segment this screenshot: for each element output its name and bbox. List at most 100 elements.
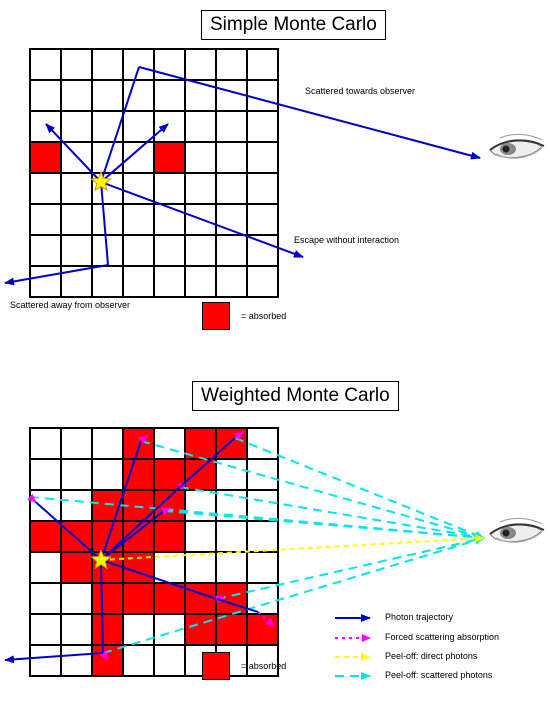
grid-cell: [61, 583, 92, 614]
grid-cell: [30, 428, 61, 459]
grid-cell: [30, 266, 61, 297]
grid-cell: [216, 142, 247, 173]
grid-cell: [216, 235, 247, 266]
grid-cell-absorbed: [185, 614, 216, 645]
grid-cell: [30, 459, 61, 490]
label-scattered-away: Scattered away from observer: [10, 300, 130, 311]
grid-cell: [216, 173, 247, 204]
grid-cell: [185, 266, 216, 297]
absorbed-legend-label: = absorbed: [241, 311, 286, 322]
grid-cell: [30, 583, 61, 614]
grid-cell: [92, 80, 123, 111]
grid-cell: [92, 204, 123, 235]
grid-cell: [123, 49, 154, 80]
grid-cell-absorbed: [154, 521, 185, 552]
legend-label: Peel-off: scattered photons: [385, 670, 492, 681]
grid-cell: [92, 142, 123, 173]
grid-cell: [247, 428, 278, 459]
grid-cell: [216, 266, 247, 297]
grid-cell: [30, 111, 61, 142]
grid-cell: [61, 80, 92, 111]
label-escape: Escape without interaction: [294, 235, 399, 246]
weighted-grid: [30, 428, 278, 676]
grid-cell-absorbed: [154, 142, 185, 173]
grid-cell-absorbed: [123, 459, 154, 490]
grid-cell: [247, 142, 278, 173]
grid-cell: [154, 173, 185, 204]
grid-cell: [154, 235, 185, 266]
grid-cell: [247, 490, 278, 521]
grid-cell: [92, 459, 123, 490]
grid-cell: [61, 490, 92, 521]
grid-cell: [247, 235, 278, 266]
grid-cell-absorbed: [61, 552, 92, 583]
legend-label: Photon trajectory: [385, 612, 453, 623]
grid-cell: [185, 235, 216, 266]
grid-cell: [185, 173, 216, 204]
simple-grid: [30, 49, 278, 297]
grid-cell-absorbed: [92, 614, 123, 645]
grid-cell: [216, 521, 247, 552]
grid-cell: [185, 552, 216, 583]
grid-cell: [247, 49, 278, 80]
grid-cell-absorbed: [216, 614, 247, 645]
grid-cell: [154, 111, 185, 142]
grid-cell: [185, 142, 216, 173]
grid-cell-absorbed: [123, 583, 154, 614]
grid-cell: [30, 204, 61, 235]
grid-cell: [123, 111, 154, 142]
grid-cell: [61, 49, 92, 80]
grid-cell: [123, 204, 154, 235]
eye-icon: [490, 518, 544, 542]
grid-cell: [154, 80, 185, 111]
grid-cell: [154, 204, 185, 235]
grid-cell: [30, 490, 61, 521]
grid-cell: [30, 49, 61, 80]
grid-cell: [123, 266, 154, 297]
grid-cell: [61, 459, 92, 490]
grid-cell: [154, 428, 185, 459]
absorbed-legend-label: = absorbed: [241, 661, 286, 672]
grid-cell-absorbed: [185, 459, 216, 490]
grid-cell: [247, 521, 278, 552]
grid-cell: [247, 80, 278, 111]
grid-cell: [61, 111, 92, 142]
grid-cell-absorbed: [247, 614, 278, 645]
grid-cell-absorbed: [92, 645, 123, 676]
grid-cell: [154, 645, 185, 676]
grid-cell: [61, 235, 92, 266]
grid-cell: [154, 266, 185, 297]
label-scattered-towards: Scattered towards observer: [305, 86, 415, 97]
grid-cell: [247, 552, 278, 583]
grid-cell: [185, 80, 216, 111]
grid-cell: [92, 49, 123, 80]
grid-cell: [61, 204, 92, 235]
grid-cell: [247, 111, 278, 142]
grid-cell: [92, 428, 123, 459]
grid-cell: [61, 645, 92, 676]
grid-cell: [92, 266, 123, 297]
grid-cell: [247, 266, 278, 297]
legend-label: Forced scattering absorption: [385, 632, 499, 643]
legend-label: Peel-off: direct photons: [385, 651, 477, 662]
grid-cell: [30, 552, 61, 583]
grid-cell: [123, 80, 154, 111]
grid-cell: [185, 521, 216, 552]
grid-cell: [123, 235, 154, 266]
grid-cell-absorbed: [30, 142, 61, 173]
grid-cell: [123, 614, 154, 645]
grid-cell: [247, 204, 278, 235]
grid-cell-absorbed: [92, 583, 123, 614]
grid-cell: [123, 645, 154, 676]
grid-cell-absorbed: [30, 521, 61, 552]
grid-cell: [30, 80, 61, 111]
grid-cell: [30, 173, 61, 204]
grid-cell: [61, 173, 92, 204]
absorbed-swatch: [202, 652, 230, 680]
weighted-legend: [335, 618, 370, 676]
grid-cell: [185, 49, 216, 80]
grid-cell: [185, 490, 216, 521]
grid-cell: [216, 111, 247, 142]
grid-cell: [30, 614, 61, 645]
grid-cell-absorbed: [185, 583, 216, 614]
